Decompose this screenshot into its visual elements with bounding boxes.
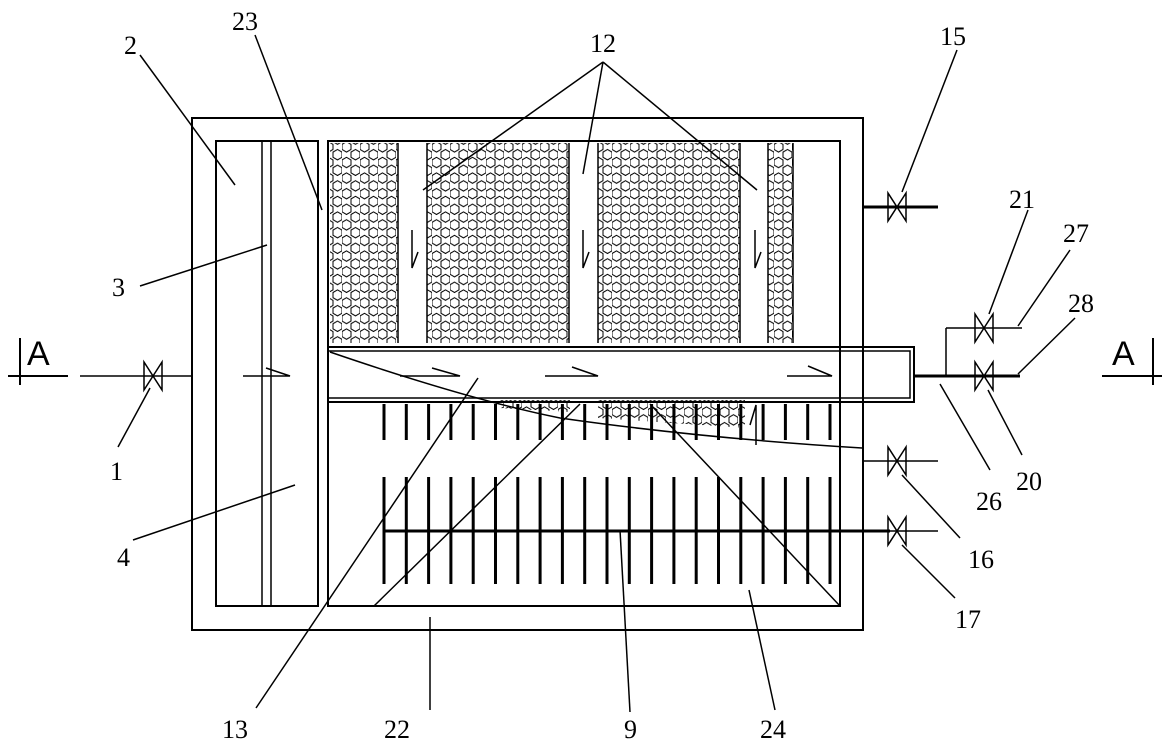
section-marker-right: A (1102, 335, 1162, 385)
section-label-left: A (27, 335, 50, 373)
label-9: 9 (624, 715, 637, 744)
label-23: 23 (232, 7, 258, 36)
label-24: 24 (760, 715, 786, 744)
flow-arrow-right (787, 365, 833, 377)
inlet-pipe (327, 346, 915, 403)
valve-16 (887, 444, 907, 478)
label-28: 28 (1068, 289, 1094, 318)
valve-17 (887, 514, 907, 548)
label-27: 27 (1063, 219, 1089, 248)
flow-arrow-down (754, 230, 762, 269)
label-20: 20 (1016, 467, 1042, 496)
packing-lower (500, 400, 745, 428)
flow-arrow-right (545, 366, 599, 377)
flow-arrow-up (749, 404, 757, 445)
label-16: 16 (968, 545, 994, 574)
flow-arrow-down (411, 230, 419, 269)
valve-20 (974, 359, 994, 393)
label-17: 17 (955, 605, 981, 634)
packing-column-4 (768, 143, 793, 343)
valve-15 (887, 190, 907, 224)
section-marker-left: A (8, 335, 68, 385)
label-26: 26 (976, 487, 1002, 516)
label-21: 21 (1009, 185, 1035, 214)
left-chamber (215, 140, 319, 607)
label-1: 1 (110, 457, 123, 486)
label-4: 4 (117, 543, 130, 572)
label-3: 3 (112, 273, 125, 302)
label-12: 12 (590, 29, 616, 58)
section-label-right: A (1112, 335, 1135, 373)
label-13: 13 (222, 715, 248, 744)
flow-arrow-right (400, 367, 461, 377)
packing-column-2 (427, 143, 569, 343)
valve-1 (143, 359, 163, 393)
electrode-bars (382, 404, 832, 584)
label-15: 15 (940, 22, 966, 51)
inlet-pipe-inner (327, 350, 911, 399)
flow-arrow-down (582, 230, 590, 269)
label-22: 22 (384, 715, 410, 744)
valve-21 (974, 311, 994, 345)
packing-column-1 (330, 143, 398, 343)
sludge-surface (329, 351, 863, 449)
packing-column-3 (598, 143, 740, 343)
outer-tank (191, 117, 864, 631)
label-2: 2 (124, 31, 137, 60)
leader-lines (117, 34, 1076, 713)
flow-arrow-right (243, 367, 291, 377)
